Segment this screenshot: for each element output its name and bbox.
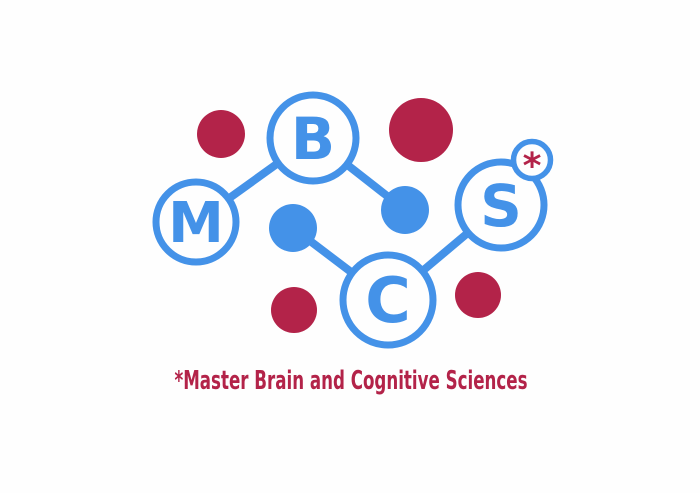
atom-nodes (269, 186, 429, 252)
asterisk-circle: * (510, 138, 554, 187)
ring-c (339, 251, 437, 349)
red-dot-top-left (197, 110, 245, 158)
letter-circle-m: M (152, 178, 240, 266)
ring-asterisk (510, 138, 554, 182)
blue-node-center (269, 204, 317, 252)
decorative-dots (197, 98, 501, 333)
letter-b: B (291, 105, 335, 173)
ring-m (152, 178, 240, 266)
asterisk-mark-icon: * (523, 146, 542, 187)
caption-text: *Master Brain and Cognitive Sciences (175, 366, 528, 396)
letter-circle-s: S (454, 158, 548, 252)
letter-s: S (480, 172, 522, 240)
red-dot-bottom-right (455, 272, 501, 318)
letter-circle-b: B (266, 91, 360, 185)
red-dot-top-right (389, 98, 453, 162)
ring-b (266, 91, 360, 185)
red-dot-bottom-left (271, 287, 317, 333)
letter-circle-c: C (339, 251, 437, 349)
blue-node-right (381, 186, 429, 234)
ring-s (454, 158, 548, 252)
letter-m: M (168, 191, 224, 256)
letter-c: C (365, 264, 411, 337)
